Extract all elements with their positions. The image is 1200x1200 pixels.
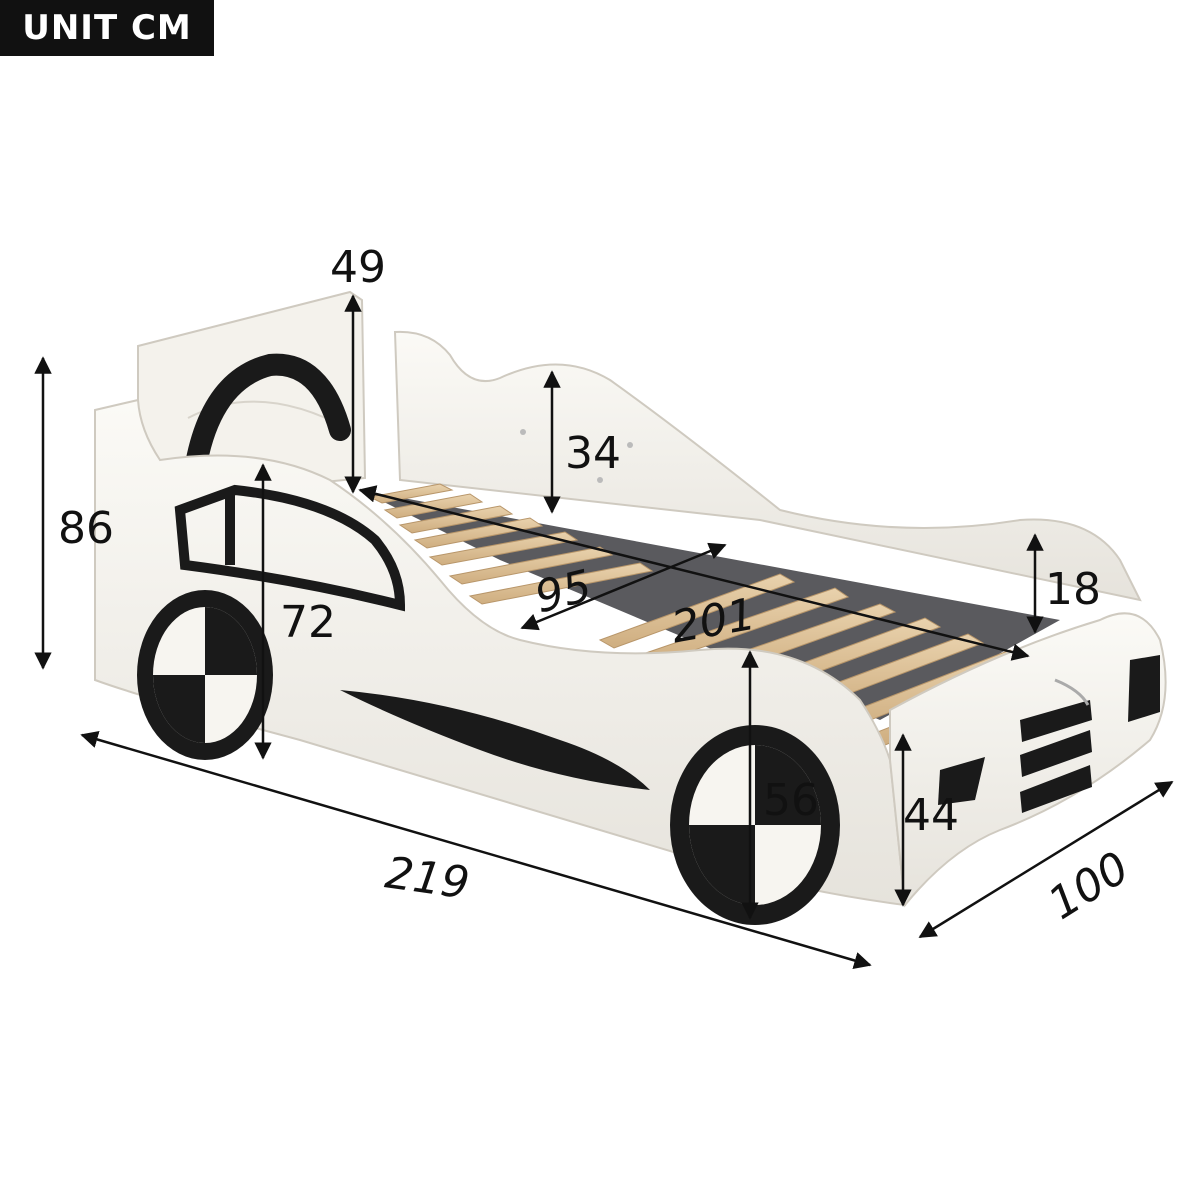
dim-overall-length: 219	[382, 847, 472, 909]
dimension-lines	[34, 294, 1174, 969]
headboard	[137, 290, 367, 502]
dim-rear-height: 44	[903, 790, 959, 841]
dim-total-height: 86	[58, 503, 114, 554]
dim-headboard: 49	[330, 242, 386, 293]
rear-wheel	[137, 590, 273, 760]
dim-front-height: 72	[280, 597, 336, 648]
dim-footboard: 18	[1045, 564, 1101, 615]
unit-label: UNIT CM	[0, 0, 214, 56]
dim-side-rail: 34	[565, 428, 621, 479]
dim-wheel-height: 56	[763, 775, 819, 826]
